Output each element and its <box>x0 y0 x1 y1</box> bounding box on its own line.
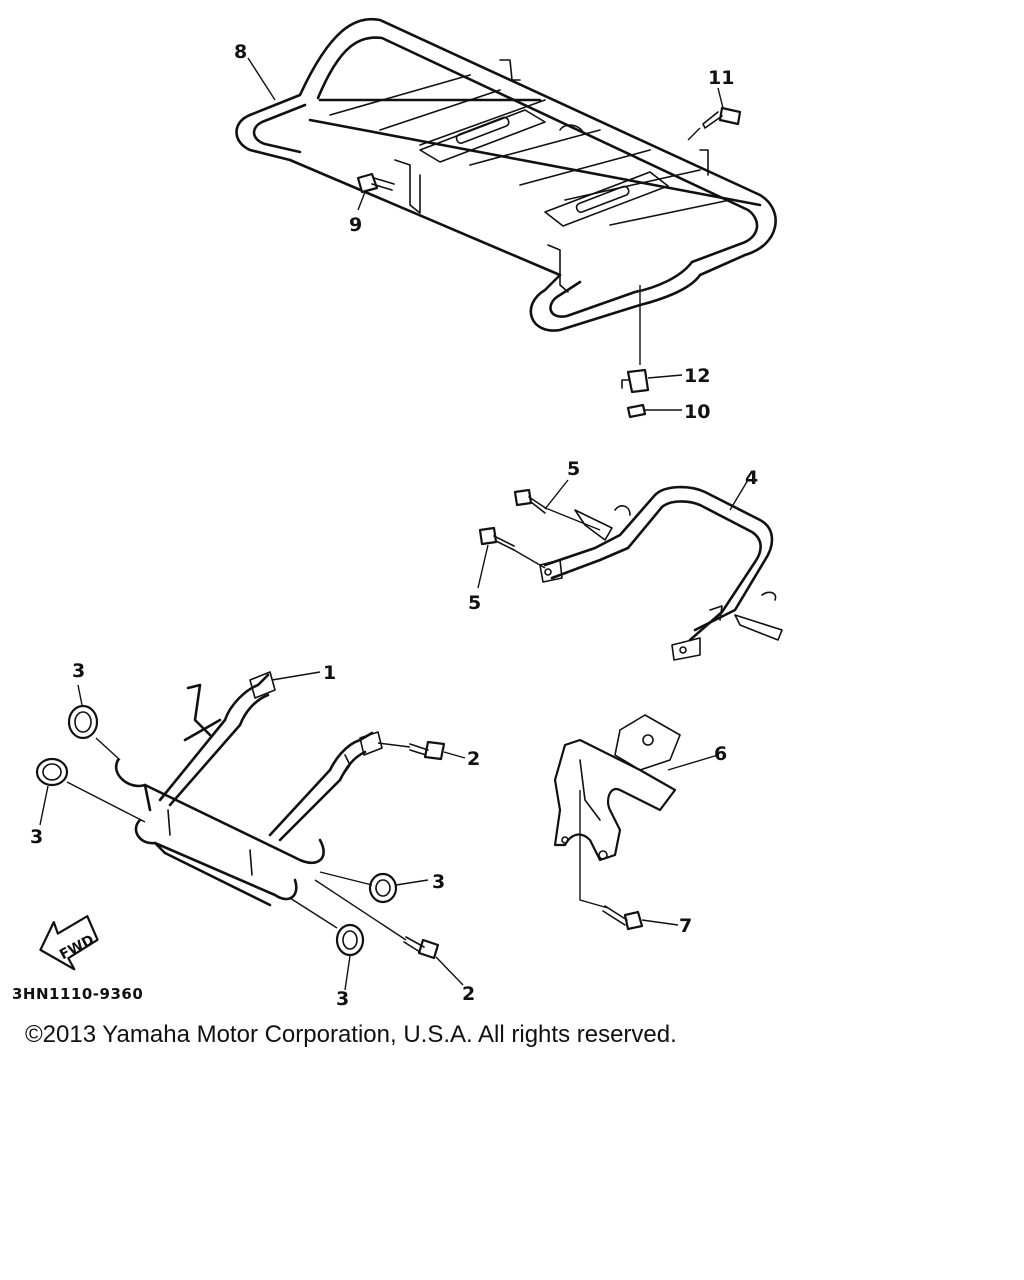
callout-2-upper: 2 <box>467 748 480 770</box>
callout-2-lower: 2 <box>462 983 475 1005</box>
rubber-bumper-3c-icon <box>368 872 398 904</box>
callout-7: 7 <box>679 915 692 937</box>
callout-9: 9 <box>349 214 362 236</box>
grab-bar <box>539 485 783 661</box>
callout-3-bottom: 3 <box>336 988 349 1010</box>
bolt-11-icon <box>702 106 742 129</box>
bolt-7-icon <box>602 905 644 931</box>
callout-12: 12 <box>684 365 710 387</box>
callout-4: 4 <box>745 467 758 489</box>
callout-5-lower: 5 <box>468 592 481 614</box>
rubber-bumper-3d-icon <box>335 923 365 957</box>
front-frame <box>114 671 383 907</box>
callout-3-right: 3 <box>432 871 445 893</box>
bolt-2-lower-icon <box>403 936 440 960</box>
rear-carrier-rack <box>235 17 777 419</box>
callout-6: 6 <box>714 743 727 765</box>
bolt-5-upper-icon <box>513 488 548 514</box>
fwd-arrow-icon: FWD <box>39 915 99 971</box>
parts-diagram: FWD 8 11 9 12 10 <box>30 17 783 1010</box>
clip-12-icon <box>621 368 650 394</box>
bolt-2-upper-icon <box>409 740 446 761</box>
mounting-bracket <box>553 714 681 862</box>
bolt-9-icon <box>356 172 395 194</box>
copyright-notice: ©2013 Yamaha Motor Corporation, U.S.A. A… <box>25 1021 677 1048</box>
callout-3-top: 3 <box>72 660 85 682</box>
leader-lines <box>39 57 749 991</box>
callout-11: 11 <box>708 67 734 89</box>
bolt-5-lower-icon <box>478 526 515 551</box>
callout-8: 8 <box>234 41 247 63</box>
callout-labels: 8 11 9 12 10 5 4 5 1 3 6 2 3 3 7 2 3 <box>30 41 758 1010</box>
collar-10-icon <box>626 403 647 419</box>
callout-3-left: 3 <box>30 826 43 848</box>
callout-1: 1 <box>323 662 336 684</box>
rubber-bumper-3b-icon <box>35 757 69 787</box>
callout-10: 10 <box>684 401 710 423</box>
rubber-bumper-3a-icon <box>67 704 99 740</box>
catalog-code: 3HN1110-9360 <box>12 985 144 1003</box>
callout-5-upper: 5 <box>567 458 580 480</box>
